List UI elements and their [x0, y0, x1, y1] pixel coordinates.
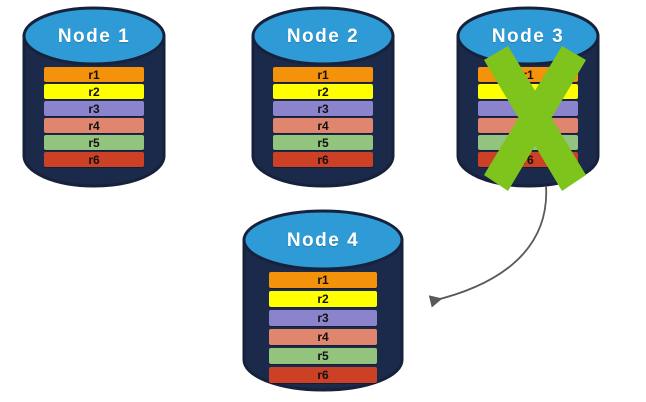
row-label: r4 — [522, 118, 534, 133]
row-label: r2 — [317, 84, 329, 99]
row-label: r6 — [522, 152, 534, 167]
row-label: r5 — [317, 135, 329, 150]
node-4-row-r4[interactable]: r4 — [269, 329, 377, 345]
node-1-row-r5[interactable]: r5 — [44, 135, 144, 150]
node-1[interactable]: Node 1 r1 r2 r3 r4 r5 r6 — [22, 6, 166, 188]
node-3-row-r6[interactable]: r6 — [478, 152, 578, 167]
row-label: r1 — [317, 273, 329, 287]
row-label: r1 — [522, 67, 534, 82]
node-4-row-r2[interactable]: r2 — [269, 291, 377, 307]
node-3-row-r2[interactable]: r2 — [478, 84, 578, 99]
node-2-row-r3[interactable]: r3 — [273, 101, 373, 116]
node-1-row-r1[interactable]: r1 — [44, 67, 144, 82]
node-2-row-r6[interactable]: r6 — [273, 152, 373, 167]
node-2-rows: r1 r2 r3 r4 r5 r6 — [251, 67, 395, 167]
node-2-row-r1[interactable]: r1 — [273, 67, 373, 82]
row-label: r5 — [522, 135, 534, 150]
node-1-row-r3[interactable]: r3 — [44, 101, 144, 116]
node-4-row-r5[interactable]: r5 — [269, 348, 377, 364]
node-1-row-r6[interactable]: r6 — [44, 152, 144, 167]
row-label: r3 — [522, 101, 534, 116]
row-label: r2 — [317, 292, 329, 306]
node-4[interactable]: Node 4 r1 r2 r3 r4 r5 r6 — [242, 208, 404, 394]
row-label: r3 — [88, 101, 100, 116]
node-3-row-r4[interactable]: r4 — [478, 118, 578, 133]
row-label: r6 — [317, 368, 329, 382]
node-4-row-r1[interactable]: r1 — [269, 272, 377, 288]
node-2[interactable]: Node 2 r1 r2 r3 r4 r5 r6 — [251, 6, 395, 188]
row-label: r2 — [522, 84, 534, 99]
node-4-rows: r1 r2 r3 r4 r5 r6 — [242, 272, 404, 383]
node-1-row-r2[interactable]: r2 — [44, 84, 144, 99]
node-3-rows: r1 r2 r3 r4 r5 r6 — [456, 67, 600, 167]
node-1-row-r4[interactable]: r4 — [44, 118, 144, 133]
node-2-row-r2[interactable]: r2 — [273, 84, 373, 99]
node-3-row-r5[interactable]: r5 — [478, 135, 578, 150]
row-label: r4 — [317, 330, 329, 344]
row-label: r4 — [88, 118, 100, 133]
node-2-row-r4[interactable]: r4 — [273, 118, 373, 133]
row-label: r3 — [317, 101, 329, 116]
node-4-title: Node 4 — [286, 230, 360, 251]
row-label: r1 — [317, 67, 329, 82]
node-1-rows: r1 r2 r3 r4 r5 r6 — [22, 67, 166, 167]
row-label: r5 — [317, 349, 329, 363]
node-2-row-r5[interactable]: r5 — [273, 135, 373, 150]
row-label: r6 — [317, 152, 329, 167]
node-3-title: Node 3 — [491, 26, 565, 47]
row-label: r6 — [88, 152, 100, 167]
row-label: r4 — [317, 118, 329, 133]
row-label: r5 — [88, 135, 100, 150]
row-label: r3 — [317, 311, 329, 325]
node-4-row-r3[interactable]: r3 — [269, 310, 377, 326]
node-3[interactable]: Node 3 r1 r2 r3 r4 r5 r6 — [456, 6, 600, 191]
row-label: r2 — [88, 84, 100, 99]
row-label: r1 — [88, 67, 100, 82]
node-3-row-r3[interactable]: r3 — [478, 101, 578, 116]
node-1-title: Node 1 — [57, 26, 131, 47]
node-3-row-r1[interactable]: r1 — [478, 67, 578, 82]
node-2-title: Node 2 — [286, 26, 360, 47]
node-4-row-r6[interactable]: r6 — [269, 367, 377, 383]
